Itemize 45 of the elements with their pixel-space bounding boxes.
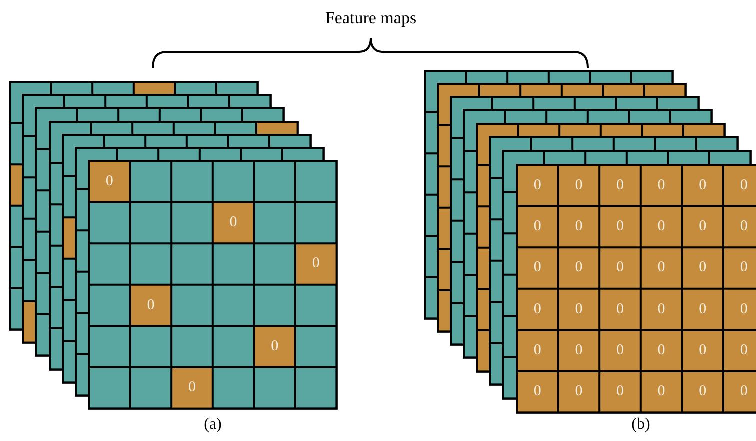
cell-value: 0 [616,260,624,276]
cell-value: 0 [699,343,707,358]
cell-value: 0 [575,260,583,276]
panel-label: (a) [204,417,222,433]
cell-value: 0 [658,343,666,358]
cell-value: 0 [658,302,666,318]
cell-value: 0 [740,219,748,234]
cell-value: 0 [147,298,155,314]
cell-value: 0 [740,302,748,318]
cell-value: 0 [699,384,707,400]
cell-value: 0 [616,302,624,318]
cell-value: 0 [534,178,542,194]
cell-value: 0 [699,302,707,318]
cell-value: 0 [534,302,542,318]
cell-value: 0 [740,343,748,358]
cell-value: 0 [534,260,542,276]
cell-value: 0 [616,178,624,194]
panel-label: (b) [632,417,650,433]
cell-value: 0 [658,178,666,194]
cell-value: 0 [575,343,583,358]
cell-value: 0 [575,178,583,194]
cell-value: 0 [230,215,238,230]
cell-value: 0 [740,178,748,194]
cell-value: 0 [740,384,748,400]
cell-value: 0 [658,219,666,234]
cell-value: 0 [575,384,583,400]
cell-value: 0 [271,339,279,354]
cell-value: 0 [740,260,748,276]
cell-value: 0 [616,343,624,358]
cell-value: 0 [188,380,196,396]
cell-value: 0 [575,219,583,234]
cell-value: 0 [616,384,624,400]
cell-value: 0 [616,219,624,234]
cell-value: 0 [312,256,320,272]
cell-value: 0 [534,343,542,358]
cell-value: 0 [699,260,707,276]
title: Feature maps [325,10,417,26]
cell-value: 0 [699,178,707,194]
cell-value: 0 [534,384,542,400]
cell-value: 0 [106,174,114,190]
cell-value: 0 [658,260,666,276]
cell-value: 0 [658,384,666,400]
cell-value: 0 [699,219,707,234]
cell-value: 0 [575,302,583,318]
cell-value: 0 [534,219,542,234]
